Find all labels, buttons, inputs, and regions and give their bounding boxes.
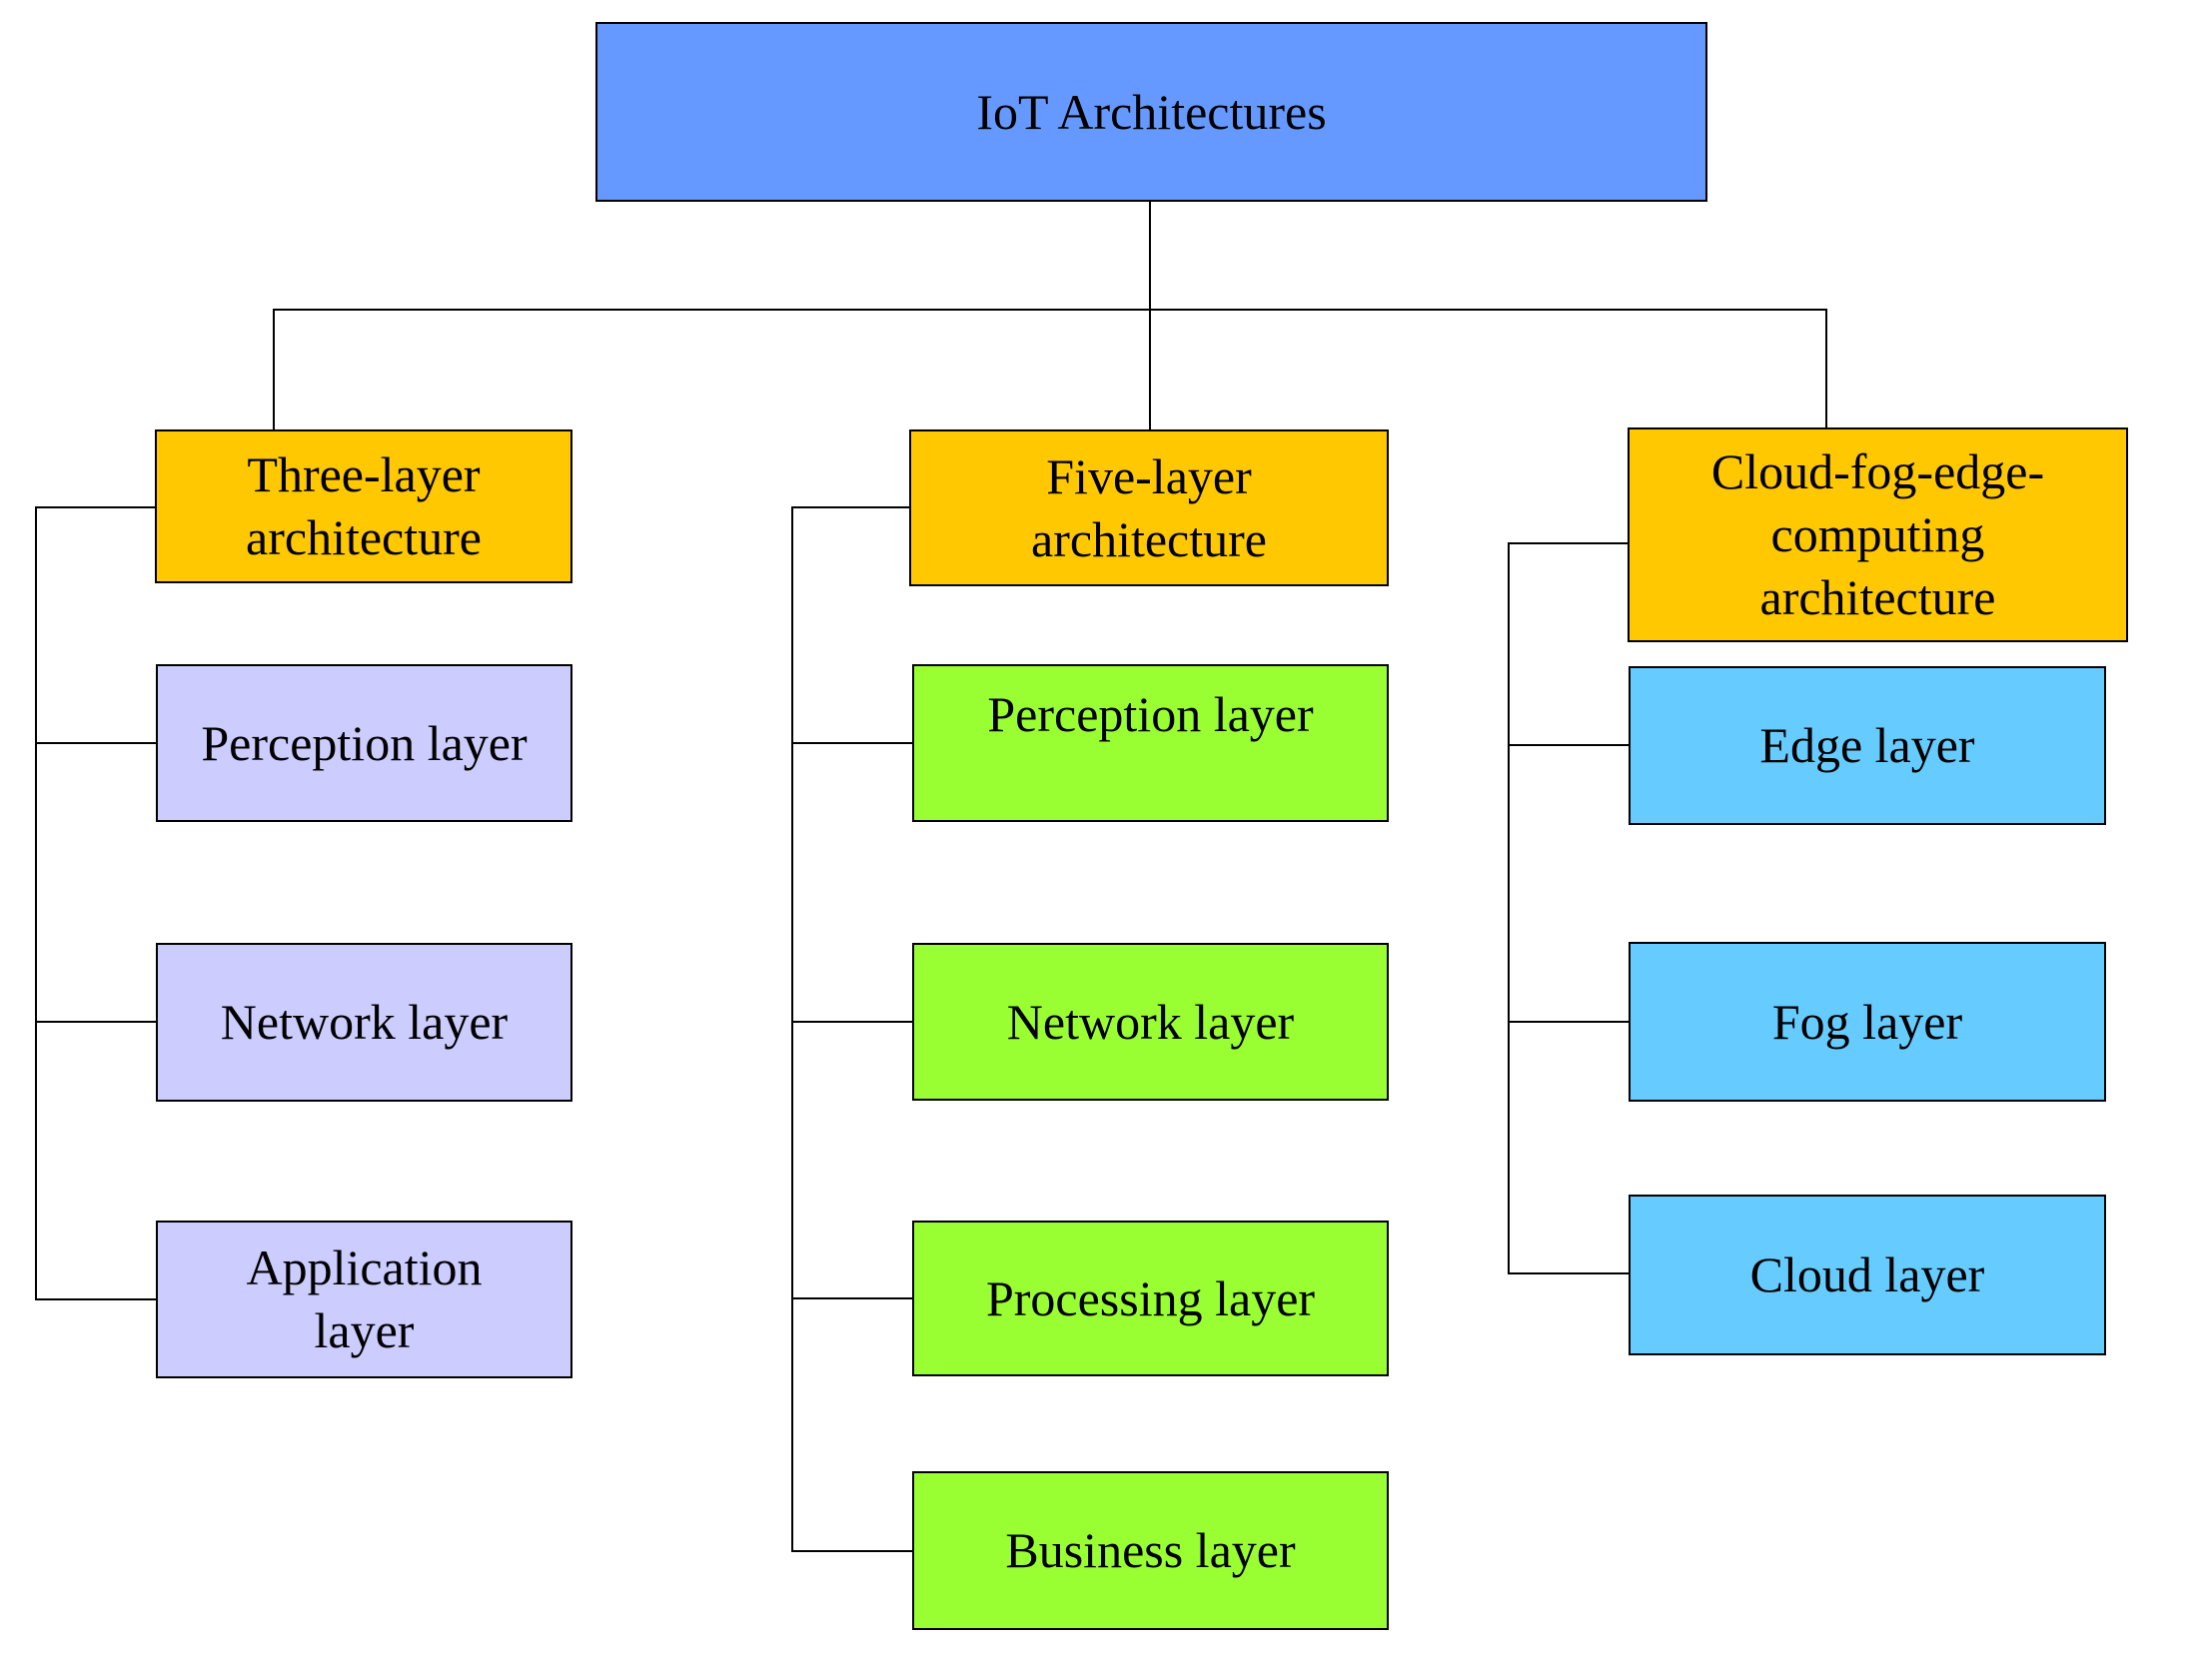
child-node-edge-layer-col3: Edge layer	[1629, 666, 2106, 825]
connector-col3-stub	[1508, 542, 1628, 544]
connector-left-drop	[273, 309, 275, 429]
connector-col1-branch-3	[35, 1298, 156, 1300]
connector-col3-branch-3	[1508, 1272, 1629, 1274]
child-node-perception-layer-col2: Perception layer	[912, 664, 1389, 822]
connector-col3-branch-2	[1508, 1021, 1629, 1023]
child-node-fog-layer-col3: Fog layer	[1629, 942, 2106, 1102]
connector-right-drop	[1825, 309, 1827, 427]
connector-col3-branch-1	[1508, 744, 1629, 746]
child-node-perception-layer-col1: Perception layer	[156, 664, 572, 822]
connector-col2-branch-2	[791, 1021, 912, 1023]
connector-col1-stub	[35, 506, 155, 508]
child-node-business-layer-col2: Business layer	[912, 1471, 1389, 1630]
parent-node-three-layer-architecture: Three-layer architecture	[155, 429, 572, 583]
connector-col1-branch-2	[35, 1021, 156, 1023]
child-node-network-layer-col1: Network layer	[156, 943, 572, 1102]
connector-col2-branch-4	[791, 1550, 912, 1552]
connector-col2-stub	[791, 506, 909, 508]
connector-col1-rail	[35, 506, 37, 1300]
connector-top-bus	[273, 309, 1827, 311]
connector-root-drop	[1149, 202, 1151, 429]
parent-node-five-layer-architecture: Five-layer architecture	[909, 429, 1389, 586]
connector-col1-branch-1	[35, 742, 156, 744]
child-node-cloud-layer-col3: Cloud layer	[1629, 1195, 2106, 1355]
root-node-iot-architectures: IoT Architectures	[595, 22, 1707, 202]
child-node-network-layer-col2: Network layer	[912, 943, 1389, 1101]
connector-col2-rail	[791, 506, 793, 1552]
parent-node-cloud-fog-edge-architecture: Cloud-fog-edge- computing architecture	[1628, 427, 2128, 642]
connector-col3-rail	[1508, 542, 1510, 1274]
child-node-application-layer-col1: Application layer	[156, 1221, 572, 1378]
child-node-processing-layer-col2: Processing layer	[912, 1221, 1389, 1376]
connector-col2-branch-1	[791, 742, 912, 744]
connector-col2-branch-3	[791, 1297, 912, 1299]
